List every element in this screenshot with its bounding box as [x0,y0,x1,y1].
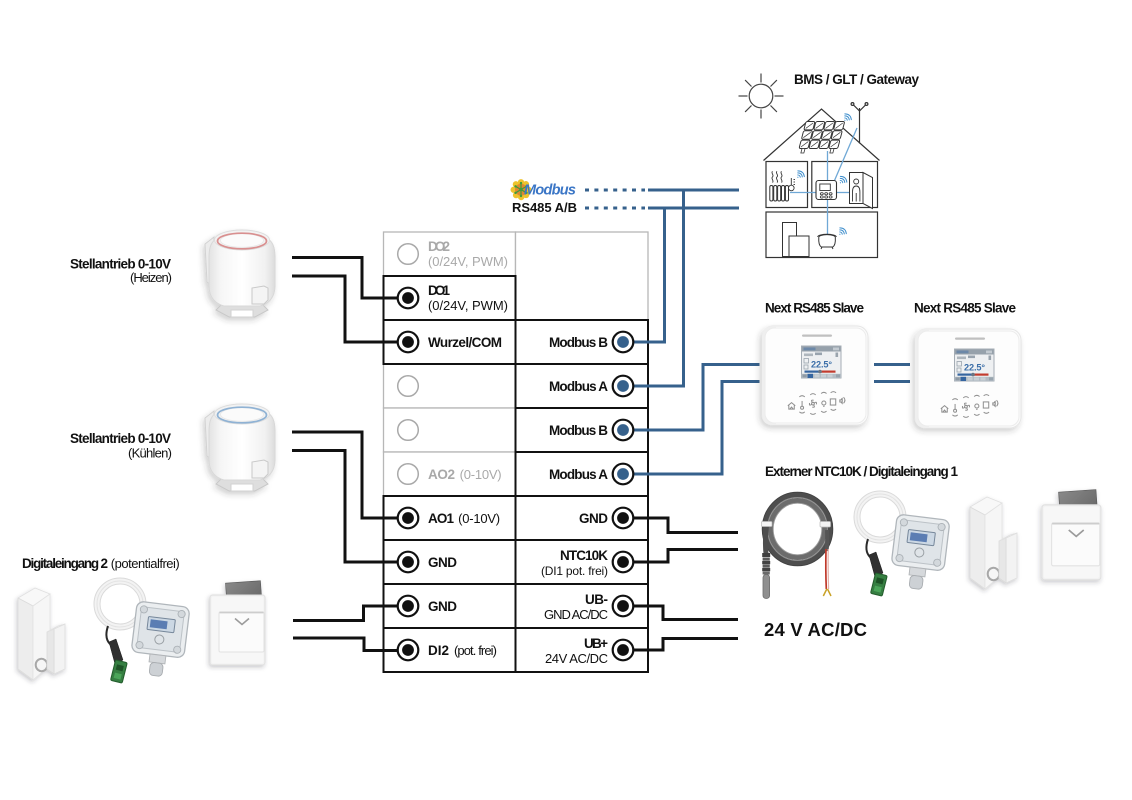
svg-text:24 V AC/DC: 24 V AC/DC [764,619,867,640]
svg-text:BMS / GLT / Gateway: BMS / GLT / Gateway [794,72,919,87]
svg-text:Stellantrieb 0-10V: Stellantrieb 0-10V [70,431,171,446]
svg-text:Next RS485 Slave: Next RS485 Slave [765,301,864,316]
svg-text:GND AC/DC: GND AC/DC [544,607,608,622]
svg-text:(Kühlen): (Kühlen) [128,446,172,461]
svg-text:DO2: DO2 [428,239,450,254]
svg-text:(Heizen): (Heizen) [130,270,172,285]
svg-text:Externer NTC10K / Digitaleinga: Externer NTC10K / Digitaleingang 1 [765,464,958,479]
svg-text:(0/24V, PWM): (0/24V, PWM) [428,254,508,269]
svg-text:Stellantrieb 0-10V: Stellantrieb 0-10V [70,257,171,272]
svg-text:Digitaleingang 2(potentialfrei: Digitaleingang 2(potentialfrei) [22,556,180,571]
svg-text:Modbus B: Modbus B [549,423,608,438]
svg-text:DO1: DO1 [428,283,450,298]
svg-text:24V AC/DC: 24V AC/DC [545,651,608,666]
svg-text:GND: GND [579,511,608,526]
svg-text:NTC10K: NTC10K [560,548,608,563]
svg-text:Modbus B: Modbus B [549,335,608,350]
svg-text:AO2(0-10V): AO2(0-10V) [428,467,502,482]
svg-text:Modbus A: Modbus A [549,379,608,394]
svg-text:UB-: UB- [585,592,608,607]
svg-text:(DI1 pot. frei): (DI1 pot. frei) [541,564,608,578]
svg-text:GND: GND [428,599,457,614]
svg-text:GND: GND [428,555,457,570]
svg-text:Wurzel/COM: Wurzel/COM [428,335,502,350]
svg-text:Modbus: Modbus [524,183,576,199]
svg-text:AO1(0-10V): AO1(0-10V) [428,511,500,526]
svg-text:UB+: UB+ [584,636,608,651]
svg-text:(0/24V, PWM): (0/24V, PWM) [428,298,508,313]
svg-text:Modbus A: Modbus A [549,467,608,482]
svg-text:Next RS485 Slave: Next RS485 Slave [914,301,1016,316]
svg-text:DI2(pot. frei): DI2(pot. frei) [428,643,497,658]
svg-text:RS485 A/B: RS485 A/B [512,200,577,215]
